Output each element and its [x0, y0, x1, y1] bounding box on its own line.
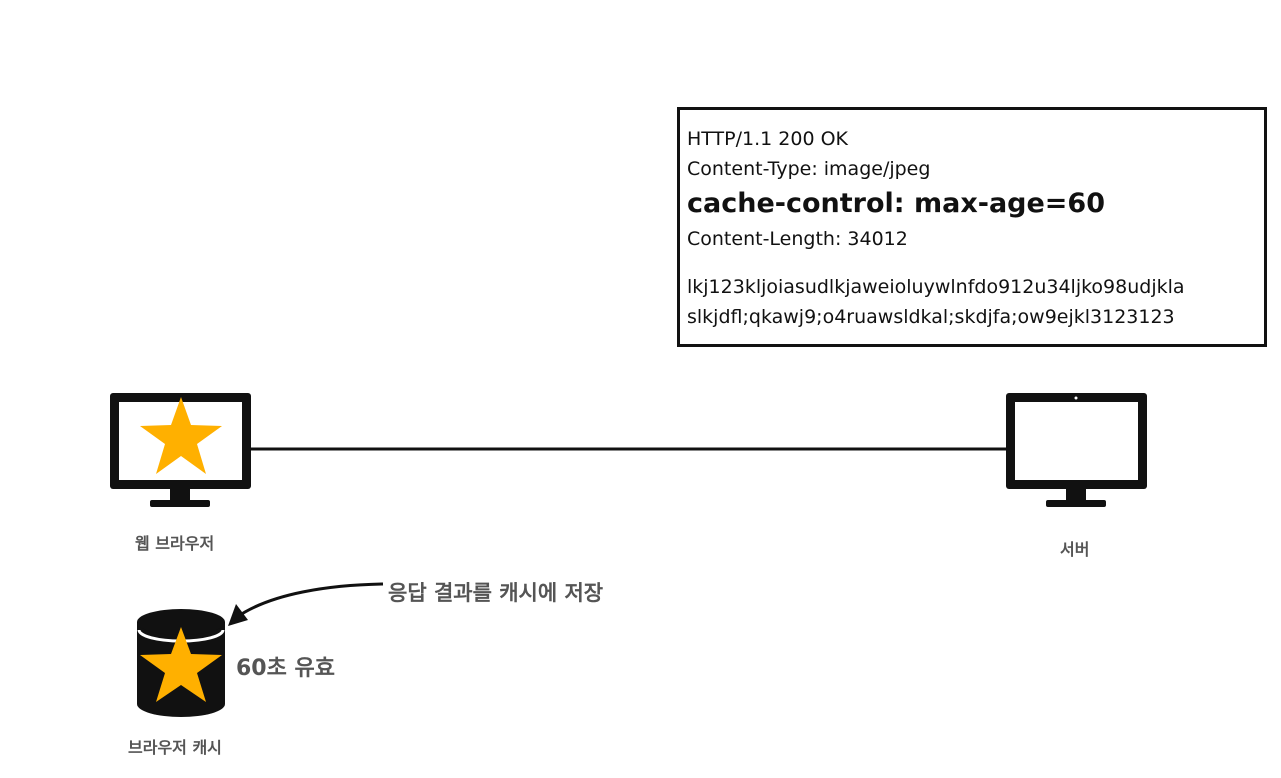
validity-label: 60초 유효 — [236, 656, 335, 681]
arrow-icon — [228, 582, 384, 626]
content-length-header: Content-Length: 34012 — [687, 228, 908, 250]
server-label: 서버 — [1060, 540, 1090, 559]
browser-label: 웹 브라우저 — [135, 534, 215, 553]
status-line: HTTP/1.1 200 OK — [687, 128, 848, 150]
cache-label: 브라우저 캐시 — [128, 738, 222, 757]
cache-note: 응답 결과를 캐시에 저장 — [388, 581, 604, 605]
cache-control-header: cache-control: max-age=60 — [687, 188, 1105, 219]
response-body-line-2: slkjdfl;qkawj9;o4ruawsldkal;skdjfa;ow9ej… — [687, 306, 1175, 328]
http-response-box: HTTP/1.1 200 OK Content-Type: image/jpeg… — [677, 107, 1267, 347]
server-monitor-icon — [1006, 393, 1147, 507]
star-icon — [140, 397, 222, 474]
cached-star-icon — [140, 627, 222, 702]
content-type-header: Content-Type: image/jpeg — [687, 158, 931, 180]
response-body-line-1: lkj123kljoiasudlkjaweioluywlnfdo912u34lj… — [687, 276, 1185, 298]
